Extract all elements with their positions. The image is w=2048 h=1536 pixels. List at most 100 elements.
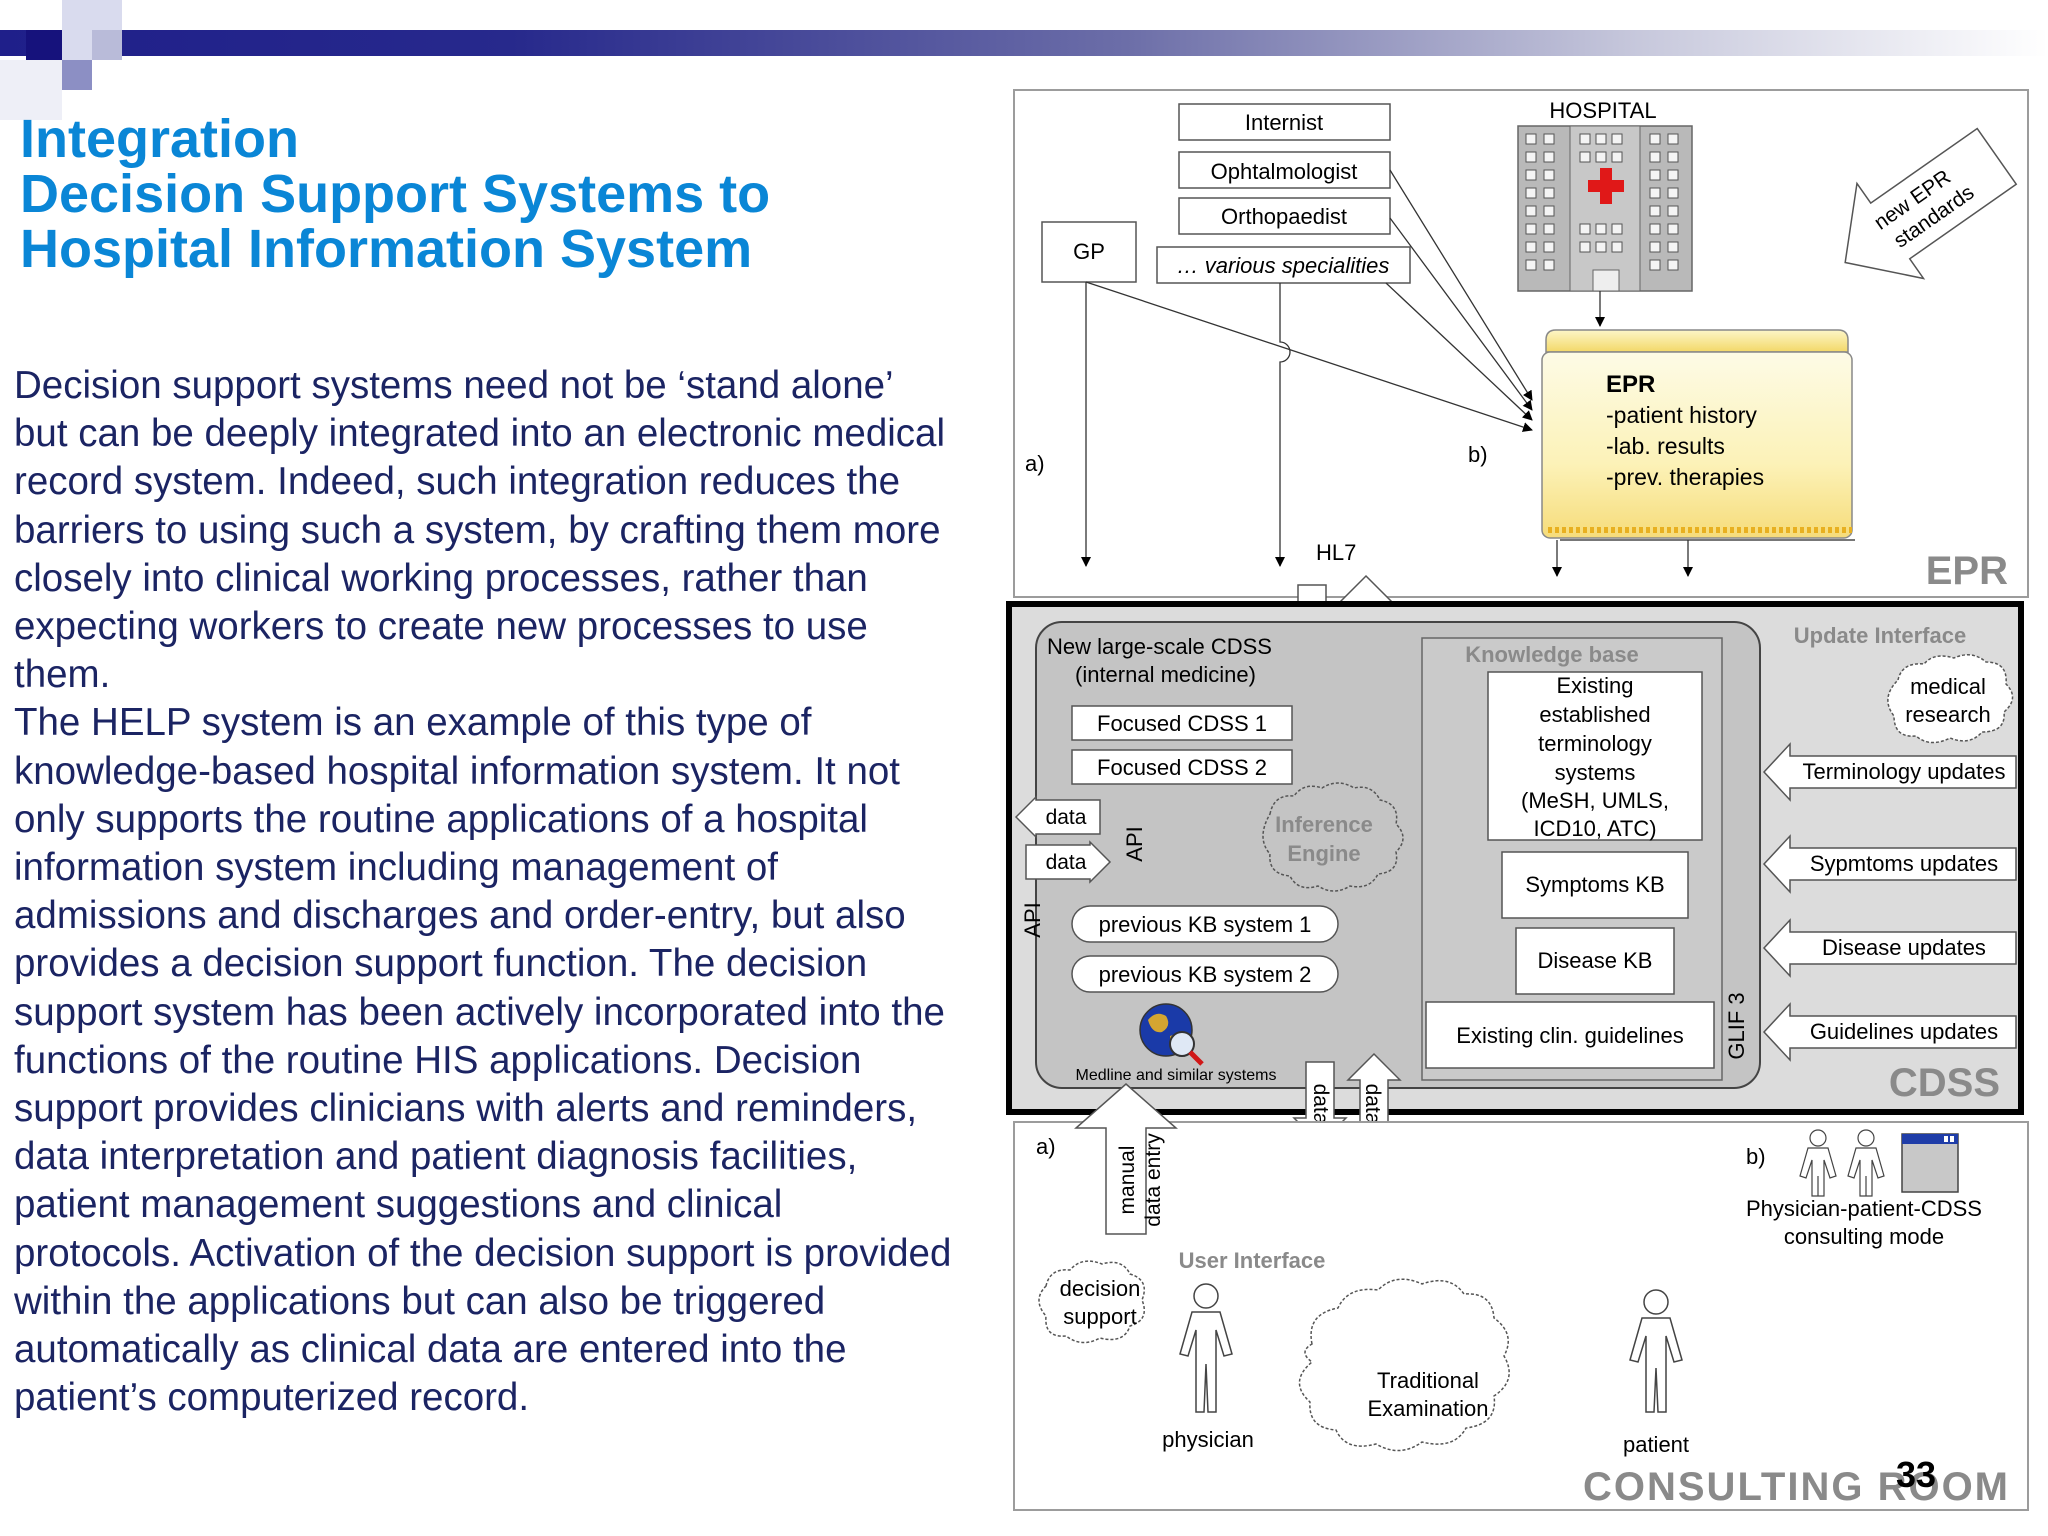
medical-research-line-1: medical <box>1910 674 1986 699</box>
inference-line-1: Inference <box>1275 812 1373 837</box>
update-terminology: Terminology updates <box>1802 759 2005 784</box>
hospital-window <box>1667 151 1679 163</box>
hospital-window <box>1611 151 1623 163</box>
hospital-window <box>1525 223 1537 235</box>
medline-label: Medline and similar systems <box>1076 1067 1277 1084</box>
decision-support-cloud: decision support <box>1038 1260 1145 1344</box>
hospital-window <box>1667 241 1679 253</box>
hospital-window <box>1667 259 1679 271</box>
medical-research-line-2: research <box>1905 702 1991 727</box>
update-arrows: Terminology updates Sypmtoms updates Dis… <box>1762 742 2017 1062</box>
terminology-line-1: Existing <box>1556 673 1633 698</box>
gp-label: GP <box>1073 239 1105 264</box>
epr-label-b: b) <box>1468 442 1488 467</box>
hospital-window <box>1543 241 1555 253</box>
body-paragraph-1: Decision support systems need not be ‘st… <box>14 364 946 697</box>
hospital-window <box>1525 241 1537 253</box>
logo-square-pale <box>0 60 62 120</box>
update-interface-title: Update Interface <box>1794 623 1966 648</box>
epr-panel: EPR GP Internist Ophtalmologist Orthopae… <box>1013 89 2029 666</box>
update-guidelines: Guidelines updates <box>1810 1019 1998 1044</box>
medical-research-cloud: medical research <box>1887 654 2014 744</box>
new-standards-arrow: new EPR standards <box>1844 127 2018 280</box>
patient-label: patient <box>1623 1432 1689 1457</box>
hospital-window <box>1595 241 1607 253</box>
room-data-up: data <box>1361 1084 1384 1125</box>
room-label-a: a) <box>1036 1134 1056 1159</box>
new-cdss-line-2: (internal medicine) <box>1075 662 1256 687</box>
title-line-2: Decision Support Systems to <box>20 164 771 224</box>
hospital-window <box>1611 223 1623 235</box>
physician-icon <box>1179 1283 1233 1413</box>
previous-kb-1: previous KB system 1 <box>1099 912 1312 937</box>
focused-cdss-1: Focused CDSS 1 <box>1097 711 1267 736</box>
hospital-window <box>1667 169 1679 181</box>
epr-connectors <box>1081 169 1693 577</box>
traditional-line-2: Examination <box>1367 1396 1488 1421</box>
consulting-person-icon-2 <box>1847 1129 1885 1197</box>
specialist-list: Internist Ophtalmologist Orthopaedist … … <box>1156 103 1411 284</box>
hospital-window <box>1667 223 1679 235</box>
specialist-various: … various specialities <box>1177 253 1390 278</box>
hospital-window <box>1595 133 1607 145</box>
new-cdss-line-1: New large-scale CDSS <box>1047 634 1272 659</box>
hospital-window <box>1611 241 1623 253</box>
title-line-1: Integration <box>20 109 299 169</box>
hospital-window <box>1543 223 1555 235</box>
terminology-line-5: (MeSH, UMLS, <box>1521 788 1669 813</box>
hospital-window <box>1543 187 1555 199</box>
hospital-window <box>1595 151 1607 163</box>
epr-section-label: EPR <box>1926 549 2008 593</box>
hospital-window <box>1543 151 1555 163</box>
cdss-panel: CDSS New large-scale CDSS (internal medi… <box>1006 601 2024 1146</box>
slide-page-number: 33 <box>1895 1454 1937 1495</box>
specialist-internist: Internist <box>1245 110 1323 135</box>
hospital-window <box>1667 205 1679 217</box>
hospital-window <box>1525 187 1537 199</box>
traditional-line-1: Traditional <box>1377 1368 1479 1393</box>
hospital-window <box>1649 259 1661 271</box>
focused-cdss-2: Focused CDSS 2 <box>1097 755 1267 780</box>
manual-entry-line-2: data entry <box>1142 1133 1165 1227</box>
api-data-out: data <box>1046 806 1087 829</box>
hospital-window <box>1579 151 1591 163</box>
disease-kb: Disease KB <box>1538 948 1653 973</box>
manual-entry-arrow: manual data entry <box>1074 1083 1178 1235</box>
terminology-line-6: ICD10, ATC) <box>1533 816 1656 841</box>
api-label-inner: API <box>1122 826 1147 861</box>
physician-label: physician <box>1162 1427 1254 1452</box>
gp-box: GP <box>1041 221 1137 283</box>
hospital-window <box>1611 133 1623 145</box>
traditional-examination-cloud: Traditional Examination <box>1298 1278 1510 1452</box>
terminology-line-4: systems <box>1555 760 1636 785</box>
hospital-window <box>1579 241 1591 253</box>
epr-label-a: a) <box>1025 451 1045 476</box>
specialist-ophtalmologist: Ophtalmologist <box>1211 159 1358 184</box>
hospital-window <box>1525 205 1537 217</box>
hospital-window <box>1649 223 1661 235</box>
body-text: Decision support systems need not be ‘st… <box>14 362 954 1422</box>
update-disease: Disease updates <box>1822 935 1986 960</box>
hospital-window <box>1579 133 1591 145</box>
terminology-line-2: established <box>1539 702 1650 727</box>
hospital-window <box>1525 133 1537 145</box>
hospital-window <box>1543 169 1555 181</box>
terminology-line-3: terminology <box>1538 731 1652 756</box>
consulting-person-icon-1 <box>1799 1129 1837 1197</box>
slide-title: Integration Decision Support Systems to … <box>20 112 980 277</box>
consulting-room-panel: CONSULTING ROOM a) b) manual data entry … <box>1013 1083 2029 1511</box>
consulting-room-label: CONSULTING ROOM <box>1583 1465 2010 1509</box>
consulting-mode-line-2: consulting mode <box>1784 1224 1944 1249</box>
room-label-b: b) <box>1746 1144 1766 1169</box>
user-interface-title: User Interface <box>1179 1248 1326 1273</box>
epr-record-item-2: -lab. results <box>1606 433 1725 459</box>
symptoms-kb: Symptoms KB <box>1525 872 1664 897</box>
decision-support-line-2: support <box>1063 1304 1136 1329</box>
api-data-in: data <box>1046 851 1087 874</box>
hospital-label: HOSPITAL <box>1549 98 1656 123</box>
hospital-window <box>1649 151 1661 163</box>
hospital-window <box>1525 259 1537 271</box>
logo-square-mid <box>62 60 92 90</box>
inference-engine-cloud: Inference Engine <box>1262 782 1404 892</box>
